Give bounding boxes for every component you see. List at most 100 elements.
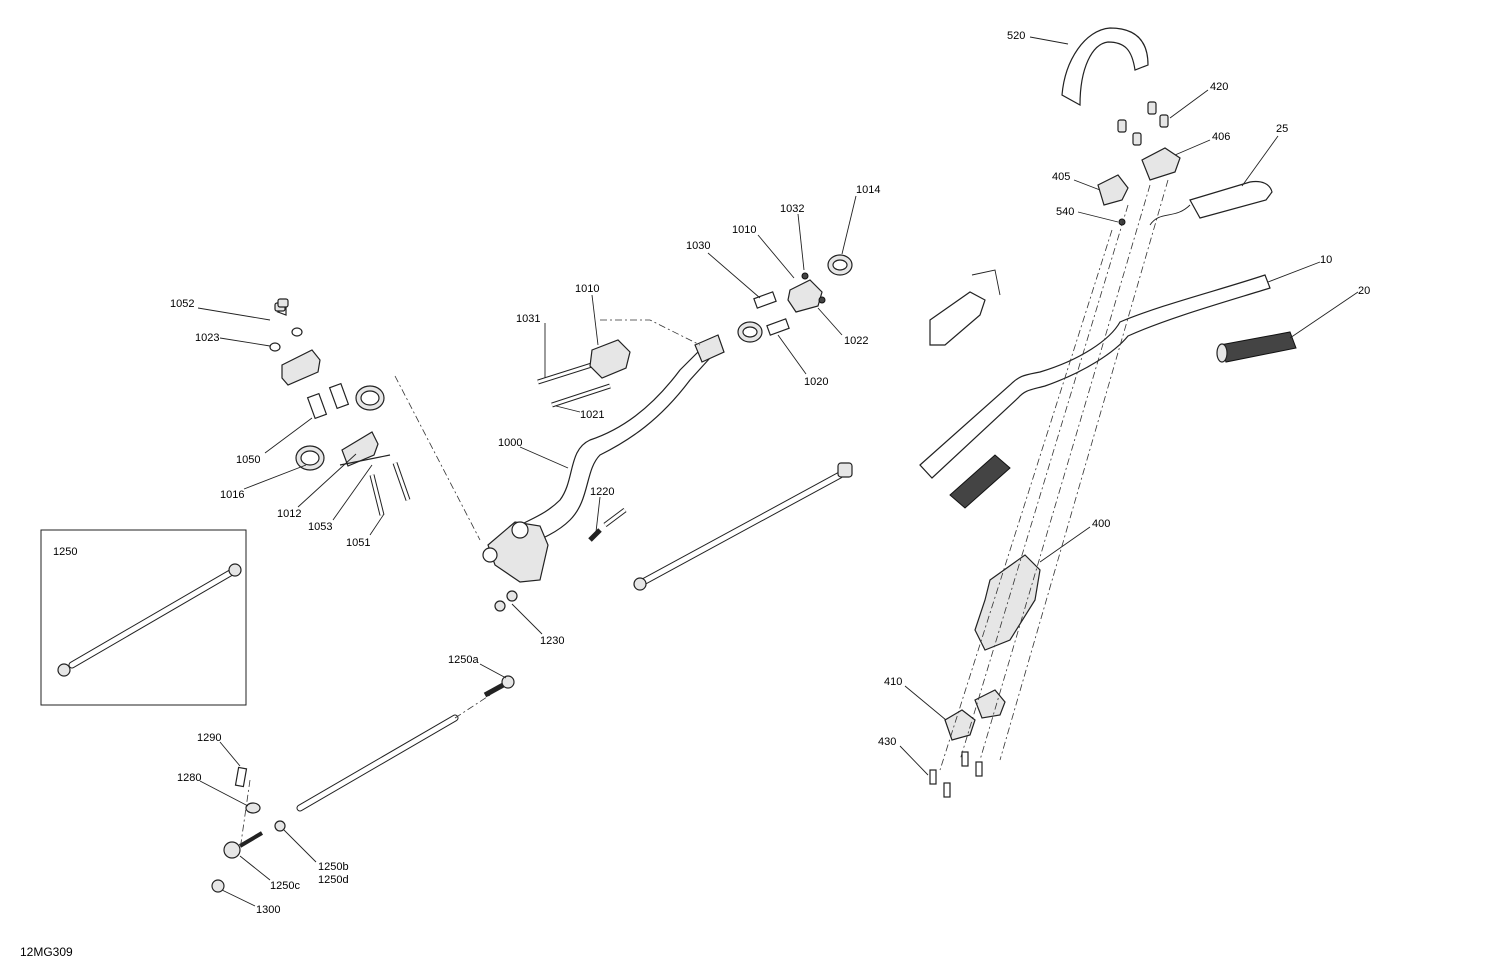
callout-1290: 1290 bbox=[197, 732, 221, 744]
inset-rod-end-left bbox=[57, 663, 71, 677]
bolt-1031 bbox=[537, 361, 599, 384]
column-clamp-1010-lower bbox=[589, 339, 631, 379]
assembly-line-1250a bbox=[454, 694, 491, 719]
bolt-1051-b bbox=[393, 462, 410, 501]
callout-25: 25 bbox=[1276, 123, 1288, 135]
assembly-line-clamp bbox=[394, 375, 481, 541]
inset-tie-rod-1250: 1250 bbox=[40, 529, 247, 706]
callout-1032: 1032 bbox=[780, 203, 804, 215]
callout-labels: 520 420 406 25 405 540 10 20 400 410 430… bbox=[170, 30, 1370, 916]
tie-rod-1250 bbox=[211, 675, 515, 893]
lower-clamp-410-b bbox=[974, 689, 1006, 719]
callout-1000: 1000 bbox=[498, 437, 522, 449]
callout-520: 520 bbox=[1007, 30, 1025, 42]
handlebar-assembly bbox=[919, 27, 1297, 798]
tie-rod-middle bbox=[633, 462, 853, 591]
nut-1230-a bbox=[494, 600, 506, 612]
callout-1010-lower: 1010 bbox=[575, 283, 599, 295]
handlebar-10 bbox=[919, 274, 1271, 479]
callout-430: 430 bbox=[878, 736, 896, 748]
washer-1280 bbox=[245, 802, 261, 814]
bolt-430-c bbox=[961, 751, 969, 767]
nut-1032 bbox=[801, 272, 809, 280]
assembly-line-1290 bbox=[239, 779, 251, 851]
nut-1022 bbox=[818, 296, 826, 304]
callout-1050: 1050 bbox=[236, 454, 260, 466]
throttle-lever-25 bbox=[1189, 180, 1273, 219]
rod-end-1250a bbox=[501, 675, 515, 689]
callout-540: 540 bbox=[1056, 206, 1074, 218]
assembly-line-b bbox=[959, 204, 1129, 761]
handguard-520 bbox=[1061, 27, 1149, 107]
steering-column-1000 bbox=[482, 319, 725, 583]
callout-10: 10 bbox=[1320, 254, 1332, 266]
assembly-line-d bbox=[999, 179, 1169, 761]
rod-end-1250c bbox=[223, 841, 241, 859]
spacer-1050-a bbox=[306, 392, 328, 420]
callout-1020: 1020 bbox=[804, 376, 828, 388]
pivot-bore bbox=[511, 521, 529, 539]
callout-410: 410 bbox=[884, 676, 902, 688]
callout-1250d: 1250d bbox=[318, 874, 349, 886]
inset-label: 1250 bbox=[53, 546, 77, 558]
callout-1250b: 1250b bbox=[318, 861, 349, 873]
inset-tie-rod bbox=[57, 563, 242, 677]
jam-nut-1250b bbox=[274, 820, 286, 832]
pivot-fasteners bbox=[494, 508, 627, 612]
bolt-1290 bbox=[234, 766, 248, 788]
screw-420-a bbox=[1147, 101, 1157, 115]
callout-1250c: 1250c bbox=[270, 880, 300, 892]
callout-20: 20 bbox=[1358, 285, 1370, 297]
callout-1030: 1030 bbox=[686, 240, 710, 252]
washer-1023-a bbox=[269, 342, 281, 352]
brake-bracket bbox=[929, 291, 986, 346]
screw-420-b bbox=[1117, 119, 1127, 133]
figure-code: 12MG309 bbox=[20, 945, 73, 959]
callout-1031: 1031 bbox=[516, 313, 540, 325]
screw-420-d bbox=[1159, 114, 1169, 128]
callout-1023: 1023 bbox=[195, 332, 219, 344]
column-clamp-parts bbox=[537, 254, 853, 408]
callout-1230: 1230 bbox=[540, 635, 564, 647]
bolt-1051-a bbox=[370, 474, 384, 516]
column-top-end bbox=[694, 334, 725, 363]
assembly-line-column bbox=[600, 319, 701, 346]
washer-1023-b bbox=[291, 327, 303, 337]
assembly-line-c bbox=[979, 184, 1151, 761]
upper-clamp-406 bbox=[1141, 147, 1181, 181]
callout-1053: 1053 bbox=[308, 521, 332, 533]
shim-1053 bbox=[339, 454, 391, 466]
spacer-1050-b bbox=[328, 382, 350, 410]
bolt-430-a bbox=[929, 769, 937, 785]
callout-405: 405 bbox=[1052, 171, 1070, 183]
callout-1280: 1280 bbox=[177, 772, 201, 784]
bolt-1220 bbox=[604, 508, 626, 527]
upper-clamp-cap bbox=[281, 349, 321, 386]
callout-1220: 1220 bbox=[590, 486, 614, 498]
grip-left bbox=[949, 454, 1011, 509]
callout-420: 420 bbox=[1210, 81, 1228, 93]
bolt-1021 bbox=[551, 384, 611, 407]
callout-1052: 1052 bbox=[170, 298, 194, 310]
leader-lines bbox=[197, 36, 1359, 907]
spacer-1030 bbox=[753, 291, 777, 309]
callout-1250a: 1250a bbox=[448, 654, 479, 666]
callout-1010-upper: 1010 bbox=[732, 224, 756, 236]
grip-20-right bbox=[1219, 331, 1297, 363]
bolt-430-d bbox=[975, 761, 983, 777]
washer-1230-b bbox=[506, 590, 518, 602]
callout-1021: 1021 bbox=[580, 409, 604, 421]
assembly-line-a bbox=[939, 229, 1113, 771]
inset-rod-end-right bbox=[228, 563, 242, 577]
column-clamp-1010-upper bbox=[787, 279, 823, 313]
callout-406: 406 bbox=[1212, 131, 1230, 143]
nut-1052-b bbox=[277, 298, 289, 308]
screw-420-c bbox=[1132, 132, 1142, 146]
callout-1022: 1022 bbox=[844, 335, 868, 347]
clamp-405 bbox=[1097, 174, 1129, 206]
callout-1300: 1300 bbox=[256, 904, 280, 916]
inset-frame bbox=[40, 529, 247, 706]
callout-1051: 1051 bbox=[346, 537, 370, 549]
tie-rod-end-a bbox=[633, 577, 647, 591]
